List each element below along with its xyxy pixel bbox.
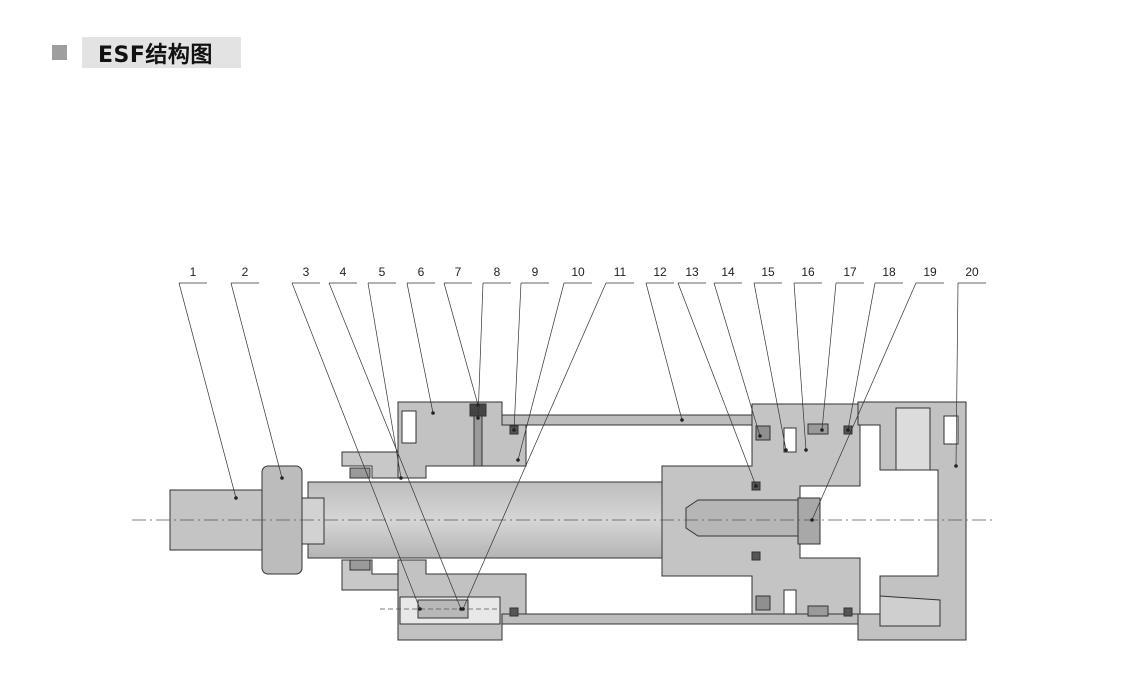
leader-line-8 [477,282,484,419]
part-label-3: 3 [303,265,310,279]
part-label-9: 9 [532,265,539,279]
leader-dot-9 [512,428,516,432]
leader-line-9 [513,282,522,431]
part-label-8: 8 [494,265,501,279]
leader-line-1 [178,282,237,499]
leader-dot-7 [476,403,480,407]
leader-dot-8 [476,416,480,420]
part-label-17: 17 [843,265,857,279]
leader-line-6 [406,282,434,414]
leader-dot-15 [784,448,788,452]
part-label-11: 11 [614,265,627,279]
part-label-18: 18 [882,265,896,279]
leader-dot-17 [820,428,824,432]
leader-line-12 [645,282,683,421]
page-title: ESF结构图 [98,42,213,68]
title-box: ESF结构图 [82,37,241,68]
leader-line-14 [713,282,761,437]
leader-line-18 [847,282,876,431]
o-ring-9b [509,607,519,617]
leader-dot-19 [810,518,814,522]
rear-cap [857,401,967,641]
cylinder-cross-section [169,401,967,641]
part-label-20: 20 [965,265,979,279]
wear-ring-top [807,423,829,435]
leader-dot-3 [418,607,422,611]
leader-line-5 [367,282,402,479]
leader-line-2 [230,282,283,479]
part-label-7: 7 [455,265,462,279]
leader-dot-16 [804,448,808,452]
leader-dot-14 [758,434,762,438]
part-label-1: 1 [190,265,197,279]
rear-taper [879,595,941,627]
leader-dot-5 [399,476,403,480]
head-slot-top [401,410,417,444]
front-head-top [397,401,527,479]
leader-dot-12 [680,418,684,422]
leader-line-10 [517,282,565,461]
wear-ring-bottom [807,605,829,617]
leader-line-16 [793,282,807,451]
part-label-13: 13 [685,265,699,279]
part-label-4: 4 [340,265,347,279]
piston-seal-bottom [755,595,771,611]
leader-line-3 [291,282,421,610]
o-ring-14b [751,551,761,561]
part-label-19: 19 [923,265,937,279]
piston-bolt [685,499,801,537]
seal-top [349,467,371,479]
leader-dot-20 [954,464,958,468]
part-label-5: 5 [379,265,386,279]
o-ring-18b [843,607,853,617]
piston-seal-top [755,425,771,441]
part-label-16: 16 [801,265,815,279]
leader-line-15 [753,282,787,451]
leader-dot-18 [846,428,850,432]
leader-line-13 [677,282,757,487]
leader-dot-11 [461,607,465,611]
part-label-6: 6 [418,265,425,279]
leader-line-20 [955,282,959,467]
seal-bottom [349,559,371,571]
title-bar: ESF结构图 [52,37,241,68]
part-label-15: 15 [761,265,775,279]
title-square-icon [52,45,67,60]
leader-dot-6 [431,411,435,415]
leader-line-17 [821,282,837,431]
leader-dot-10 [516,458,520,462]
cushion-valve-stem [473,415,483,467]
bolt-head [797,497,821,545]
rear-port [895,407,931,471]
leader-dot-13 [754,484,758,488]
piston-gap-bottom [783,589,797,615]
part-label-14: 14 [721,265,735,279]
part-label-10: 10 [571,265,585,279]
part-label-12: 12 [653,265,667,279]
rod-flat [301,497,325,545]
leader-line-7 [443,282,479,406]
rear-slot [943,415,959,445]
leader-dot-1 [234,496,238,500]
leader-line-11 [462,282,607,610]
part-label-2: 2 [242,265,249,279]
leader-line-4 [328,282,462,610]
gland-top [341,451,399,479]
leader-line-19 [811,282,917,521]
leader-dot-2 [280,476,284,480]
